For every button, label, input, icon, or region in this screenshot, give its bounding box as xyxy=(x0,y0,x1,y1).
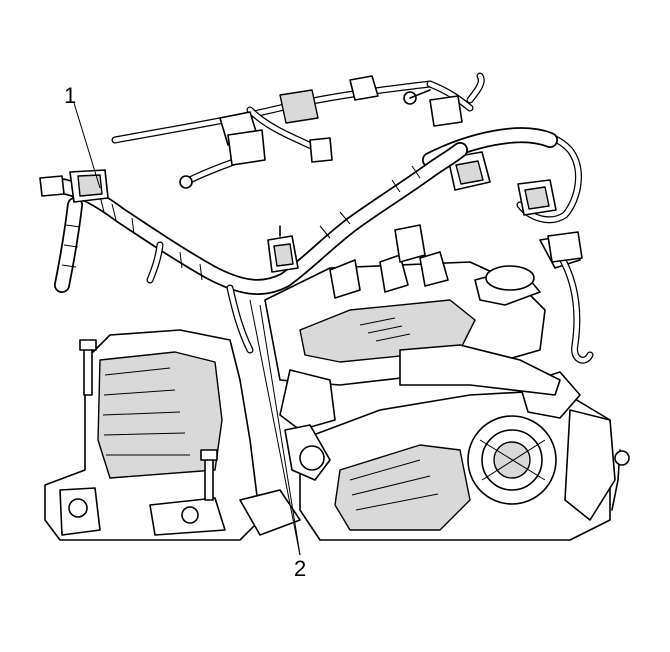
engine-block xyxy=(44,224,630,541)
callout-1-label: 1 xyxy=(64,83,76,108)
upper-wiring xyxy=(111,72,485,189)
bolts xyxy=(79,339,218,501)
callout-leaders xyxy=(73,102,301,556)
main-wiring-harness xyxy=(39,142,468,354)
callout-2-label: 2 xyxy=(294,556,306,581)
